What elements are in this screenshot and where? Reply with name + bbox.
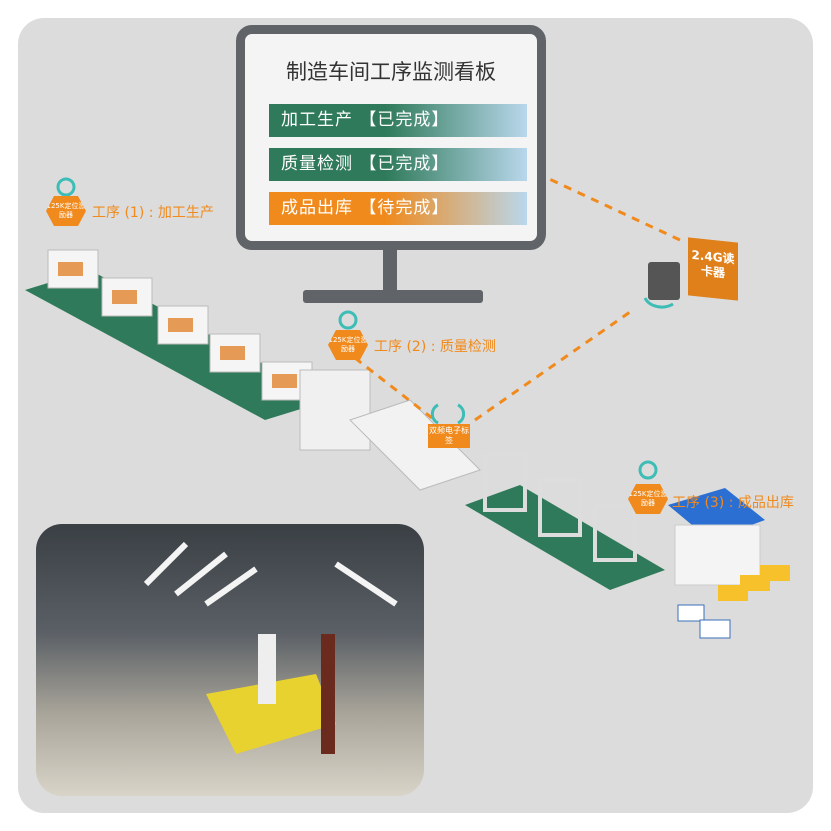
status-row-inspection: 质量检测 【已完成】: [269, 148, 527, 181]
inspection-machine: [299, 369, 371, 451]
inspection-conveyor: [349, 399, 481, 491]
gates: [483, 453, 637, 562]
status-row-warehouse: 成品出库 【待完成】: [269, 192, 527, 225]
card-reader: 2.4G读卡器: [688, 237, 738, 301]
trucks: [677, 604, 731, 639]
process-label-2: 工序 (2) : 质量检测: [374, 339, 496, 355]
wifi-signal-icons: [56, 177, 674, 480]
signal-arrow: [474, 310, 631, 422]
conveyor-belt: [25, 270, 330, 420]
machining-stations: [47, 249, 313, 401]
status-row-machining: 加工生产 【已完成】: [269, 104, 527, 137]
process-label-3: 工序 (3) : 成品出库: [672, 495, 794, 511]
dual-frequency-tag: 双频电子标签: [428, 424, 470, 448]
signal-arrow: [354, 356, 433, 420]
signal-arrow: [529, 168, 681, 242]
card-reader-head: [648, 262, 680, 300]
board-title: 制造车间工序监测看板: [286, 60, 496, 84]
monitor-base: [303, 290, 483, 303]
factory-photo: [36, 524, 424, 796]
process-label-1: 工序 (1) : 加工生产: [92, 205, 214, 221]
exciter-badge-1: 125K定位激励器: [46, 196, 86, 226]
monitoring-board: 制造车间工序监测看板 加工生产 【已完成】 质量检测 【已完成】 成品出库 【待…: [236, 25, 546, 250]
exciter-badge-2: 125K定位激励器: [328, 330, 368, 360]
monitor-stand: [383, 250, 397, 292]
exciter-badge-3: 125K定位激励器: [628, 484, 668, 514]
